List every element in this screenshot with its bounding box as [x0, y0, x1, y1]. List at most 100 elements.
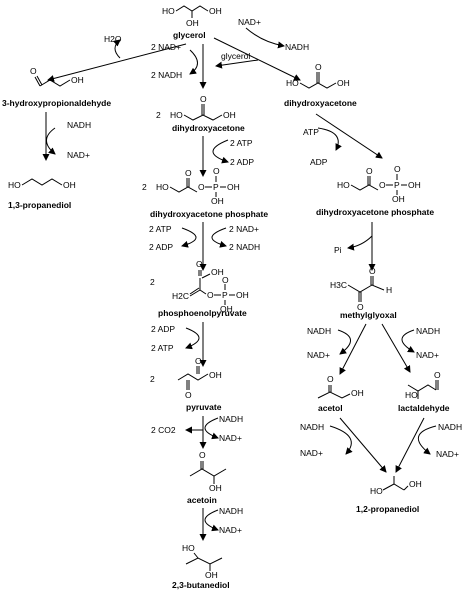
cofactor-nadh-pyr: NADH — [219, 414, 243, 424]
cofactor-2adp-3: 2 ADP — [151, 324, 175, 334]
cofactor-2nad-plus-1: 2 NAD+ — [151, 42, 181, 52]
cofactor-nad-plus-lact: NAD+ — [436, 449, 459, 459]
lactaldehyde-structure: HO O lactaldehyde — [398, 370, 450, 413]
cofactor-nadh-mg2: NADH — [416, 326, 440, 336]
glycerol-bonds — [175, 5, 209, 12]
dhap-right-oh-bottom: OH — [392, 194, 405, 204]
pd12-coh — [403, 485, 409, 491]
cofactor-2atp-2: 2 ATP — [149, 224, 172, 234]
label-mg: methylglyoxal — [340, 310, 397, 320]
cofactor-2atp-1: 2 ATP — [230, 138, 253, 148]
pd13-oh: OH — [63, 180, 76, 190]
acetoin-chain — [189, 468, 227, 477]
cofactor-pi: Pi — [334, 245, 342, 255]
dha-left-oh: OH — [223, 110, 236, 120]
label-acetoin: acetoin — [187, 495, 217, 505]
acetoin-o: O — [199, 450, 206, 460]
hpa-oh: OH — [71, 75, 84, 85]
cofactor-nad-plus-mg1: NAD+ — [307, 350, 330, 360]
pd12-chain — [382, 483, 405, 491]
propanediol13-structure: HO OH 1,3-propanediol — [8, 178, 76, 210]
dhap-right-p: P — [394, 180, 400, 190]
hpa-co-bond-2 — [36, 75, 43, 86]
acetol-structure: O OH acetol — [317, 374, 364, 413]
cofactor-nadh-acetoin: NADH — [219, 506, 243, 516]
dhap-right-o-top: O — [366, 166, 373, 176]
pd12-oh: OH — [409, 479, 422, 489]
stoich-dhap: 2 — [142, 182, 147, 192]
dhap-left-oh-bottom: OH — [211, 196, 224, 206]
acetoin-structure: O OH acetoin — [187, 450, 227, 505]
cofactor-2atp-3: 2 ATP — [151, 343, 174, 353]
pep-o-p: O — [222, 275, 229, 285]
dha-right-structure: HO O OH dihydroxyacetone — [284, 62, 357, 108]
glycerol-structure: HO OH OH glycerol — [162, 5, 222, 40]
dhap-left-o-link: O — [198, 182, 205, 192]
cofactor-2nadh-1: 2 NADH — [151, 70, 182, 80]
arrow-atp-curve-1 — [212, 139, 229, 164]
arrow-mg-to-acetol — [339, 323, 367, 375]
dhap-left-p: P — [213, 182, 219, 192]
lact-o: O — [434, 370, 441, 380]
pep-oh-top: OH — [211, 267, 224, 277]
hpa-chain — [39, 79, 71, 87]
dhap-right-o-link: O — [379, 180, 386, 190]
dhap-left-o-top: O — [185, 168, 192, 178]
cofactor-2adp-1: 2 ADP — [230, 157, 254, 167]
arrow-nadh-curve-acetoin — [204, 509, 219, 532]
label-glycerol: glycerol — [173, 30, 206, 40]
label-lactaldehyde: lactaldehyde — [398, 403, 450, 413]
label-acetol: acetol — [318, 403, 343, 413]
bd-chain — [185, 557, 223, 565]
pep-ch2-double — [189, 287, 200, 295]
label-dha-right: dihydroxyacetone — [284, 98, 357, 108]
hpa-o: O — [30, 66, 37, 76]
stoich-pep: 2 — [150, 277, 155, 287]
arrow-lact-to-12pd — [395, 417, 425, 473]
pep-ch2 — [189, 289, 201, 297]
bd-ho: HO — [182, 543, 195, 553]
cofactor-nad-plus-right: NAD+ — [238, 17, 261, 27]
dha-left-chain — [183, 114, 223, 121]
label-pyruvate: pyruvate — [186, 402, 222, 412]
acetol-chain — [317, 391, 351, 399]
arrow-nadh-curve-hpa — [46, 127, 56, 155]
cofactor-h2o: H2O — [104, 34, 122, 44]
pyruvate-chain — [177, 373, 209, 381]
pyruvate-oh: OH — [209, 370, 222, 380]
label-bd: 2,3-butanediol — [172, 580, 230, 590]
mg-o-2: O — [357, 302, 364, 312]
cofactor-2nadh-2: 2 NADH — [229, 242, 260, 252]
arrow-nad-curve-2 — [211, 227, 227, 248]
pd12-ho: HO — [370, 486, 383, 496]
label-hpa: 3-hydroxypropionaldehyde — [2, 98, 111, 108]
arrow-glycerol-side-input — [215, 59, 259, 69]
pyruvate-structure: 2 O O OH pyruvate — [150, 356, 222, 412]
hpa-co-bond — [34, 76, 41, 87]
cofactor-adp-right: ADP — [310, 157, 328, 167]
cofactor-2adp-2: 2 ADP — [149, 242, 173, 252]
arrow-nadh-curve-pyr — [204, 417, 219, 440]
dhap-right-oh-right: OH — [408, 180, 421, 190]
dha-left-structure: 2 HO O OH dihydroxyacetone — [156, 94, 245, 133]
methylglyoxal-structure: H3C O O H methylglyoxal — [330, 266, 397, 320]
arrow-nadh-curve-mg2 — [401, 329, 415, 353]
label-13pd: 1,3-propanediol — [8, 200, 71, 210]
propanediol12-structure: HO OH 1,2-propanediol — [356, 476, 422, 514]
dha-right-o: O — [315, 62, 322, 72]
dhap-left-structure: 2 HO O O P O OH OH dihydroxyacetone phos… — [142, 166, 268, 219]
label-12pd: 1,2-propanediol — [356, 504, 419, 514]
mg-o-1: O — [369, 266, 376, 276]
cofactor-nad-plus-acetoin: NAD+ — [219, 525, 242, 535]
cofactor-atp-right: ATP — [303, 127, 319, 137]
arrow-mg-to-lactaldehyde — [381, 323, 411, 373]
arrow-acetol-to-12pd — [339, 417, 387, 473]
lact-chain — [407, 384, 437, 392]
pep-coh — [201, 273, 211, 279]
cofactor-nad-plus-pyr: NAD+ — [219, 433, 242, 443]
dhap-right-chain — [350, 184, 379, 191]
pep-structure: O OH 2 H2C O P O OH OH phosphoenolpyruva… — [150, 259, 249, 318]
mg-h: H — [386, 285, 392, 295]
bd-oh: OH — [205, 570, 218, 580]
pep-p: P — [222, 290, 228, 300]
